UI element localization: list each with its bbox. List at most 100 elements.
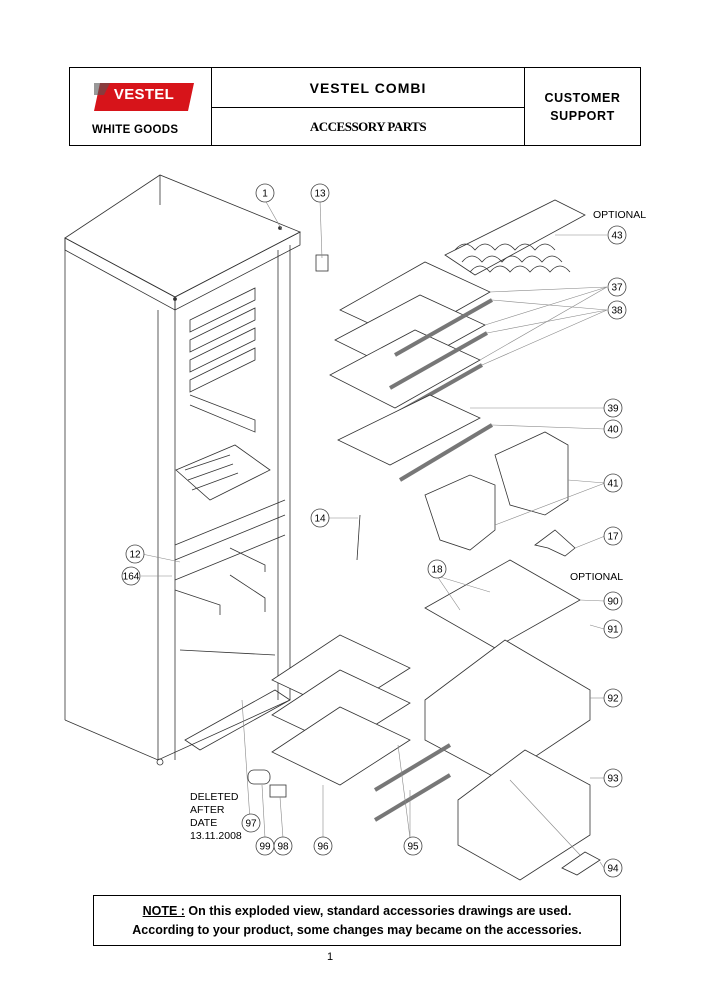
deleted-line-1: DELETED [190, 791, 239, 803]
crisper-lower-drawing [457, 749, 591, 881]
callout-circle [125, 544, 145, 564]
callout-number: 98 [277, 842, 289, 853]
callout-164: 164 [121, 566, 141, 586]
note-label: NOTE : [142, 904, 185, 918]
callout-circle [121, 566, 141, 586]
callout-43: 43 [607, 225, 627, 245]
glass-shelves-drawing [329, 261, 494, 482]
wine-rack-drawing [444, 199, 586, 276]
support-cell: CUSTOMER SUPPORT [525, 68, 640, 145]
title-cell: VESTEL COMBI ACCESSORY PARTS [212, 68, 525, 145]
callout-number: 13 [314, 189, 326, 200]
callout-number: 1 [262, 189, 268, 200]
page-number: 1 [326, 951, 334, 963]
ice-scraper-drawing [534, 529, 576, 557]
callout-18: 18 [427, 559, 447, 579]
callout-17: 17 [603, 526, 623, 546]
callout-93: 93 [603, 768, 623, 788]
part-14-drawing [356, 514, 361, 561]
callout-circle [427, 559, 447, 579]
callout-number: 96 [317, 842, 329, 853]
callout-circle [603, 768, 623, 788]
callout-96: 96 [313, 836, 333, 856]
callout-circle [603, 591, 623, 611]
crisper-upper-drawing [424, 639, 591, 781]
deleted-note: DELETED AFTER DATE 13.11.2008 [190, 791, 242, 843]
brand-name: VESTEL [113, 86, 175, 103]
note-box: NOTE : On this exploded view, standard a… [93, 895, 621, 946]
callout-circle [603, 858, 623, 878]
callout-number: 17 [607, 532, 619, 543]
callout-number: 39 [607, 404, 619, 415]
callout-circle [403, 836, 423, 856]
callout-circle [603, 473, 623, 493]
callout-39: 39 [603, 398, 623, 418]
callout-circle [310, 183, 330, 203]
callout-37: 37 [607, 277, 627, 297]
callout-number: 94 [607, 864, 619, 875]
header-table: VESTEL WHITE GOODS VESTEL COMBI ACCESSOR… [69, 67, 641, 146]
callout-circle [603, 419, 623, 439]
callout-98: 98 [273, 836, 293, 856]
wire-shelves-drawing [271, 634, 411, 786]
callout-circle [241, 813, 261, 833]
part-95-drawing [373, 743, 452, 792]
optional-label-mid: OPTIONAL [570, 571, 624, 583]
callout-number: 43 [611, 231, 623, 242]
deleted-line-4: 13.11.2008 [190, 830, 242, 842]
callout-number: 92 [607, 694, 619, 705]
callout-number: 14 [314, 514, 326, 525]
callout-14: 14 [310, 508, 330, 528]
support-line-1: CUSTOMER [544, 90, 621, 105]
fridge-cabinet [64, 174, 301, 766]
callout-95: 95 [403, 836, 423, 856]
door-bins-drawing [424, 431, 569, 551]
callout-number: 90 [607, 597, 619, 608]
callout-41: 41 [603, 473, 623, 493]
callout-number: 97 [245, 819, 257, 830]
callout-number: 164 [123, 572, 140, 583]
callout-circle [603, 688, 623, 708]
callout-13: 13 [310, 183, 330, 203]
vestel-logo [94, 83, 194, 111]
note-line-1: On this exploded view, standard accessor… [188, 904, 572, 918]
callout-92: 92 [603, 688, 623, 708]
deleted-line-2: AFTER [190, 804, 225, 816]
callout-97: 97 [241, 813, 261, 833]
callout-number: 38 [611, 306, 623, 317]
callout-99: 99 [255, 836, 275, 856]
optional-label-top: OPTIONAL [593, 209, 647, 221]
support-line-2: SUPPORT [550, 108, 615, 123]
callout-circle [607, 225, 627, 245]
callout-number: 99 [259, 842, 271, 853]
leader-lines [141, 199, 608, 869]
callout-1: 1 [255, 183, 275, 203]
division-name: WHITE GOODS [92, 124, 179, 136]
callout-circle [273, 836, 293, 856]
callout-94: 94 [603, 858, 623, 878]
callout-circle [607, 277, 627, 297]
deleted-line-3: DATE [190, 817, 218, 829]
callout-circle [310, 508, 330, 528]
part-94-drawing [561, 851, 601, 876]
logo-cell: VESTEL WHITE GOODS [70, 68, 212, 145]
callout-circle [607, 300, 627, 320]
callout-number: 12 [129, 550, 141, 561]
part-98-drawing [269, 784, 287, 798]
callout-circle [603, 619, 623, 639]
callout-12: 12 [125, 544, 145, 564]
note-line-2: According to your product, some changes … [132, 923, 582, 937]
callout-circle [603, 398, 623, 418]
callout-circle [313, 836, 333, 856]
callout-number: 40 [607, 425, 619, 436]
callout-number: 18 [431, 565, 443, 576]
callout-40: 40 [603, 419, 623, 439]
callout-90: 90 [603, 591, 623, 611]
callout-number: 41 [607, 479, 619, 490]
callout-circle [603, 526, 623, 546]
part-99-drawing [247, 769, 271, 785]
callout-circle [255, 183, 275, 203]
callout-number: 95 [407, 842, 419, 853]
